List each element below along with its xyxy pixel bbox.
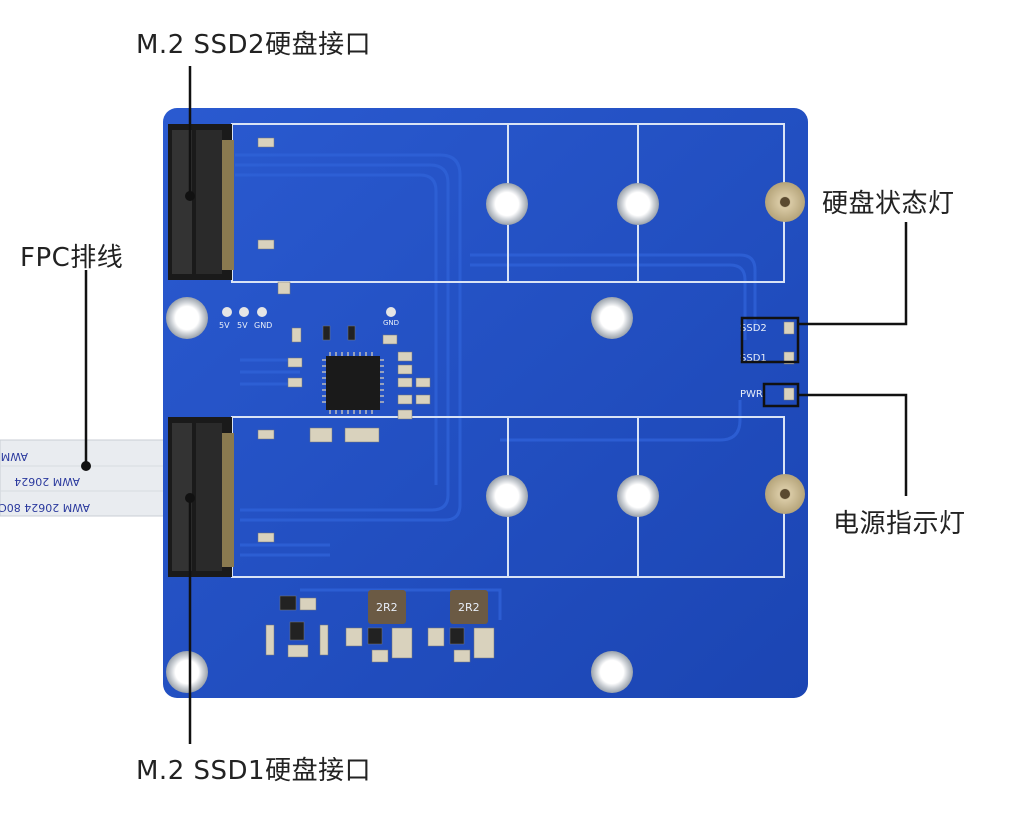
pcb-traces	[235, 153, 757, 620]
silk-5v-a: 5V	[219, 321, 230, 330]
inductor-1	[368, 590, 406, 624]
standoffs	[765, 182, 805, 514]
inductor-1-label: 2R2	[376, 601, 398, 614]
cable-text-3: AWM 20624 80C	[0, 501, 90, 514]
inductor-2	[450, 590, 488, 624]
cable-text-1: AWM 20	[0, 450, 28, 463]
silk-gnd-left: GND	[254, 321, 272, 330]
leader-dot-ssd1	[185, 493, 195, 503]
callout-box-status	[740, 316, 800, 364]
m2-connector-ssd2	[168, 124, 234, 280]
leader-lines	[84, 66, 908, 744]
test-pads	[222, 307, 396, 317]
m2-connector-ssd1	[168, 417, 234, 577]
silk-led-ssd2: SSD2	[740, 323, 767, 334]
leader-power	[798, 393, 908, 496]
cable-text-2: AWM 20624	[14, 475, 80, 488]
silk-gnd-right: GND	[383, 319, 399, 327]
label-fpc-cable: FPC排线	[20, 243, 124, 273]
controller-chip	[322, 352, 384, 414]
fpc-cable: AWM 20 AWM 20624 AWM 20624 80C	[0, 439, 176, 517]
silk-led-ssd1: SSD1	[740, 353, 767, 364]
smd-components	[257, 137, 795, 663]
mounting-holes	[166, 183, 659, 693]
pcb-board: 5V 5V GND GND	[163, 108, 808, 698]
inductor-2-label: 2R2	[458, 601, 480, 614]
label-disk-status-led: 硬盘状态灯	[822, 189, 955, 219]
leader-status	[798, 222, 908, 326]
silk-led-pwr: PWR	[740, 389, 763, 400]
silk-5v-b: 5V	[237, 321, 248, 330]
label-ssd2-port: M.2 SSD2硬盘接口	[136, 30, 372, 60]
label-ssd1-port: M.2 SSD1硬盘接口	[136, 756, 372, 786]
leader-dot-fpc	[81, 461, 91, 471]
label-power-led: 电源指示灯	[833, 509, 966, 539]
leader-dot-ssd2	[185, 191, 195, 201]
